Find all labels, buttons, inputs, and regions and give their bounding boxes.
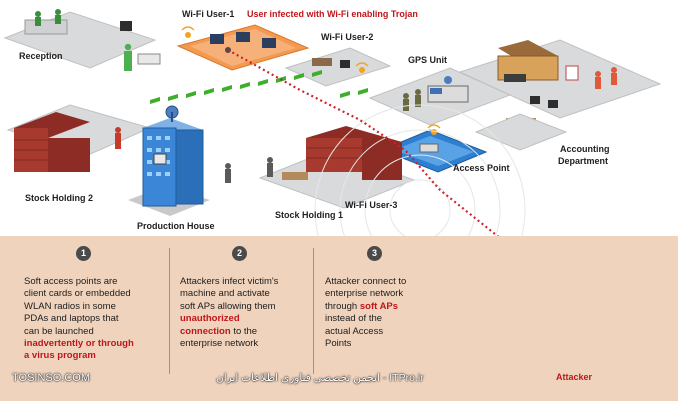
stock-holding-1-area [225, 126, 416, 209]
stock-holding-2-area [6, 104, 152, 172]
step-2-line: machine and activate [180, 288, 270, 300]
accounting-label-line1: Accounting [560, 144, 610, 154]
step-1-line: PDAs and laptops that [24, 313, 119, 325]
stock-holding-2-label: Stock Holding 2 [25, 193, 94, 203]
step-2-text: Attackers infect victim's machine and ac… [180, 276, 310, 350]
step-2-line: soft APs allowing them [180, 300, 276, 312]
reception-label: Reception [19, 51, 63, 61]
gps-unit-label: GPS Unit [408, 55, 448, 65]
step-1-line: Soft access points are [24, 276, 118, 287]
step-3-line: instead of the [325, 313, 383, 325]
attack-path [227, 49, 566, 301]
step-2-line: enterprise network [180, 338, 259, 350]
step-1-line: can be launched [24, 325, 94, 337]
network-link [150, 70, 368, 104]
step-3-highlight: soft APs [359, 300, 399, 312]
wifi-user-2-area [284, 47, 392, 87]
accounting-label-line2: Department [558, 156, 609, 166]
step-2-line: Attackers infect victim's [180, 276, 279, 287]
step-3-line: Attacker connect to [325, 276, 407, 287]
footer-right-text: انجمن تخصصی فناوری اطلاعات ایران - ITPro… [216, 372, 424, 384]
reception-area [3, 9, 161, 71]
step-1-number: 1 [76, 246, 91, 261]
stock-holding-1-label: Stock Holding 1 [275, 210, 344, 220]
access-point-area [380, 124, 488, 173]
step-2-line: to the [233, 325, 258, 337]
production-house-building [128, 105, 210, 216]
step-1-line: WLAN radios in some [24, 300, 116, 312]
step-divider [169, 248, 170, 374]
step-1-text: Soft access points are client cards or e… [24, 276, 154, 363]
wifi-user-2-label: Wi-Fi User-2 [321, 32, 374, 42]
step-3-line: actual Access [325, 325, 384, 337]
step-3-line: enterprise network [325, 288, 404, 300]
infected-user-note: User infected with Wi-Fi enabling Trojan [247, 9, 418, 19]
wifi-user-3-label: Wi-Fi User-3 [345, 200, 398, 210]
wifi-user-1-label: Wi-Fi User-1 [182, 9, 235, 19]
step-3-line: Points [325, 338, 352, 350]
step-2-highlight: connection [180, 325, 231, 337]
step-3-number: 3 [367, 246, 382, 261]
footer-left-text: TOSINSO.COM [12, 372, 91, 384]
step-1-line: client cards or embedded [24, 288, 131, 300]
access-point-label: Access Point [453, 163, 510, 173]
step-3-text: Attacker connect to enterprise network t… [325, 276, 455, 350]
wifi-user-1-area [176, 24, 310, 71]
step-divider [313, 248, 314, 374]
step-3-line: through [325, 300, 358, 312]
step-1-highlight: inadvertently or through [24, 338, 134, 350]
step-2-highlight: unauthorized [180, 313, 240, 325]
attacker-label: Attacker [556, 372, 593, 382]
gps-unit-area [368, 67, 512, 126]
steps-panel [0, 236, 678, 401]
production-house-label: Production House [137, 221, 215, 231]
step-2-number: 2 [232, 246, 247, 261]
step-1-highlight: a virus program [24, 350, 96, 362]
